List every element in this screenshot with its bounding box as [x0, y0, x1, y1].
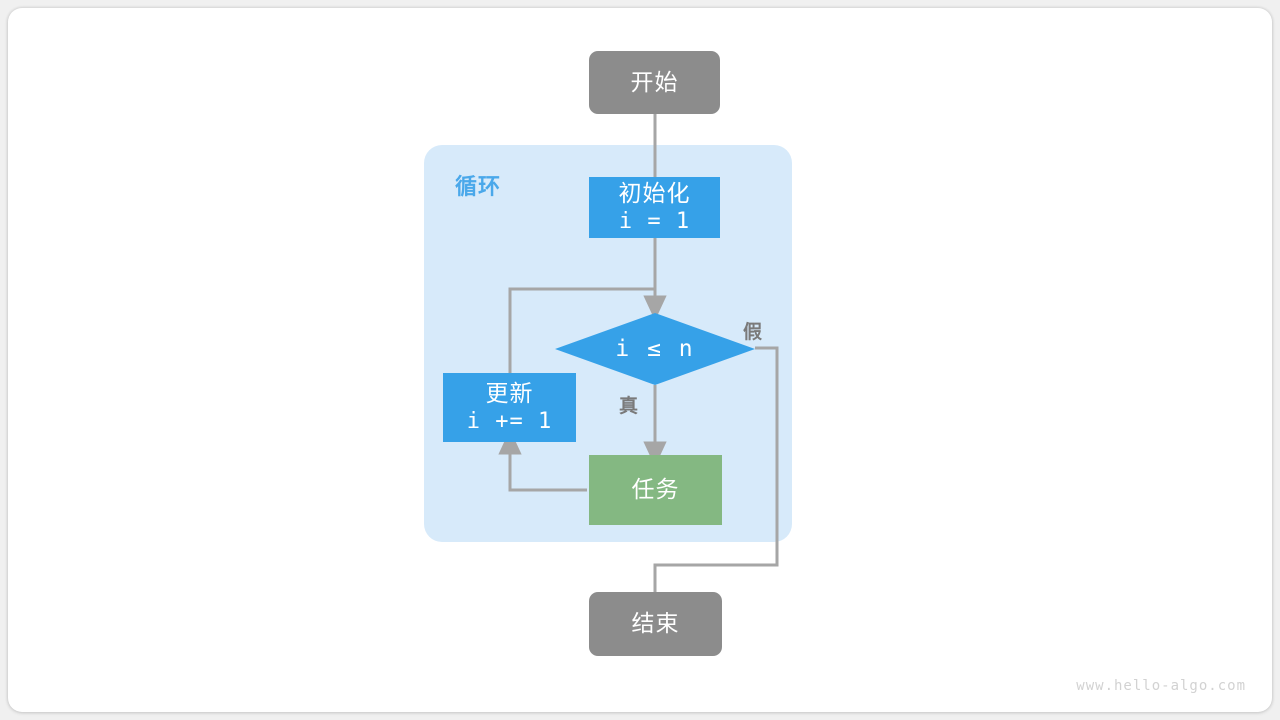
node-init-expression: i = 1 [618, 209, 691, 235]
node-start-label: 开始 [630, 68, 679, 95]
edge-label-false: 假 [743, 322, 763, 343]
diagram-stage: 循环 开始 初始化 [8, 8, 1272, 712]
node-init: 初始化 i = 1 [589, 177, 720, 238]
edge-label-true: 真 [619, 396, 639, 417]
node-update-expression: i += 1 [466, 409, 553, 435]
edge-condition-false-to-end [643, 346, 779, 622]
diagram-canvas: 循环 开始 初始化 [8, 8, 1272, 712]
node-end: 结束 [589, 592, 722, 656]
node-init-label: 初始化 [618, 179, 691, 206]
node-update-label: 更新 [485, 379, 534, 406]
node-task-label: 任务 [631, 476, 680, 503]
loop-region-label: 循环 [455, 174, 502, 199]
edge-task-to-update [498, 429, 587, 492]
node-task: 任务 [589, 455, 722, 525]
node-update: 更新 i += 1 [443, 373, 576, 442]
node-start: 开始 [589, 51, 720, 114]
node-end-label: 结束 [631, 610, 680, 637]
edge-update-to-condition [508, 287, 657, 373]
node-condition-label: i ≤ n [615, 336, 695, 362]
node-condition: i ≤ n [555, 313, 755, 385]
connector-layer [498, 114, 779, 622]
watermark: www.hello-algo.com [1076, 678, 1246, 694]
